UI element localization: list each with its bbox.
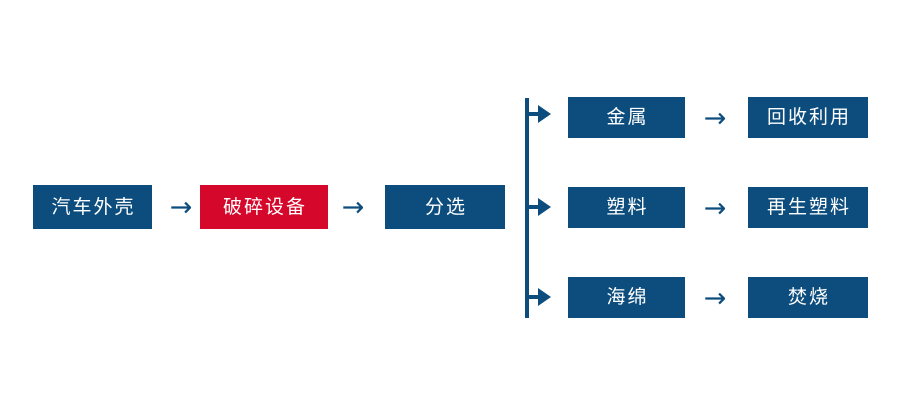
arrow-right-icon-sponge-to-incineration: → bbox=[703, 282, 727, 314]
node-crusher-equipment[interactable]: 破碎设备 bbox=[200, 185, 328, 229]
node-destination-regenerated-plastic[interactable]: 再生塑料 bbox=[748, 187, 868, 228]
node-car-shell[interactable]: 汽车外壳 bbox=[33, 185, 152, 229]
branch-arrow-icon-plastic bbox=[527, 196, 551, 218]
node-material-metal[interactable]: 金属 bbox=[568, 97, 685, 138]
node-destination-recycle-reuse[interactable]: 回收利用 bbox=[748, 97, 868, 138]
node-sorting[interactable]: 分选 bbox=[385, 185, 505, 229]
arrow-right-icon-metal-to-recycle: → bbox=[703, 102, 727, 134]
node-material-sponge[interactable]: 海绵 bbox=[568, 277, 685, 318]
node-destination-incineration[interactable]: 焚烧 bbox=[748, 277, 868, 318]
arrow-right-icon-shell-to-crusher: → bbox=[169, 191, 193, 223]
branch-arrow-icon-metal bbox=[527, 103, 551, 125]
node-material-plastic[interactable]: 塑料 bbox=[568, 187, 685, 228]
arrow-right-icon-crusher-to-sorting: → bbox=[341, 191, 365, 223]
branch-arrow-icon-sponge bbox=[527, 286, 551, 308]
arrow-right-icon-plastic-to-regenerated: → bbox=[703, 192, 727, 224]
